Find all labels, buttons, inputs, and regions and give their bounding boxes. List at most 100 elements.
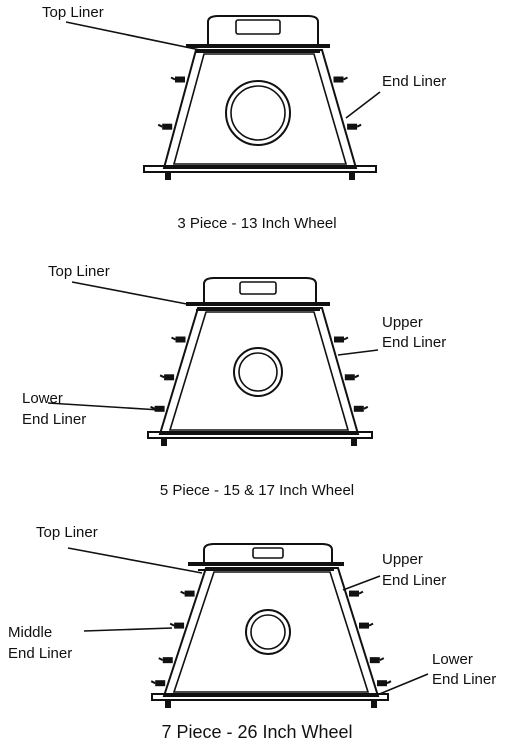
bolt-stem <box>159 374 165 379</box>
label-top-liner-3: Top Liner <box>36 524 98 541</box>
bolt-left-2 <box>158 657 173 664</box>
wheel-port-inner <box>250 614 286 650</box>
foot-left <box>161 438 167 446</box>
top-cap <box>203 543 333 562</box>
bolt-right-0 <box>334 336 349 343</box>
housing-outer <box>162 49 358 169</box>
bolt-head <box>347 123 358 130</box>
label-middle-end-liner-3-line2: End Liner <box>8 645 73 662</box>
wheel-port-outer <box>233 347 283 397</box>
label-top-liner-2: Top Liner <box>48 263 110 280</box>
label-upper-end-liner-3-line2: End Liner <box>382 572 447 589</box>
bolt-head <box>353 405 364 412</box>
caption-5-piece: 5 Piece - 15 & 17 Inch Wheel <box>159 482 355 499</box>
bolt-head <box>377 680 387 687</box>
bolt-head <box>359 622 369 629</box>
top-slot <box>235 19 281 35</box>
bolt-left-0 <box>180 590 195 597</box>
diagram-3-piece <box>143 15 377 180</box>
foot-right <box>349 172 355 180</box>
leader-end-liner-1 <box>345 91 381 119</box>
top-slot <box>239 281 277 295</box>
label-upper-end-liner-3-line1: Upper <box>382 551 423 568</box>
bolt-head <box>333 76 344 83</box>
label-middle-end-liner-3-line1: Middle <box>8 624 53 641</box>
foot-left <box>165 172 171 180</box>
bolt-head <box>162 123 173 130</box>
leader-lower-end-liner-3 <box>376 673 429 696</box>
bolt-stem <box>343 336 349 341</box>
bolt-stem <box>157 123 163 128</box>
bolt-stem <box>368 622 374 627</box>
base-bar <box>147 431 373 439</box>
bolt-left-0 <box>170 76 185 83</box>
bolt-head <box>154 405 165 412</box>
bolt-stem <box>386 680 392 685</box>
bolt-right-1 <box>344 374 360 381</box>
leader-top-liner-3 <box>67 547 203 574</box>
housing-inner <box>172 53 348 165</box>
bolt-right-0 <box>349 590 364 597</box>
bolt-right-1 <box>347 123 362 130</box>
bolt-head <box>175 76 185 83</box>
bolt-right-0 <box>333 76 348 83</box>
label-end-liner-1: End Liner <box>382 73 447 90</box>
top-liner-band <box>188 562 344 566</box>
bolt-head <box>344 374 355 381</box>
leader-top-liner-1 <box>65 21 201 51</box>
top-cap <box>207 15 319 44</box>
caption-3-piece: 3 Piece - 13 Inch Wheel <box>177 215 337 232</box>
wheel-port-inner <box>230 85 286 141</box>
wheel-port-inner <box>238 352 278 392</box>
bolt-stem <box>150 680 156 685</box>
leader-lower-end-liner-2 <box>47 402 161 411</box>
housing-inner <box>172 571 370 693</box>
bolt-left-3 <box>150 680 166 687</box>
bolt-head <box>164 374 175 381</box>
leader-upper-end-liner-3 <box>342 575 381 591</box>
bolt-stem <box>171 336 176 341</box>
bolt-stem <box>158 657 164 662</box>
bolt-right-2 <box>353 405 369 412</box>
bolt-right-1 <box>359 622 374 629</box>
foot-right <box>351 438 357 446</box>
bolt-head <box>334 336 344 343</box>
diagram-7-piece <box>150 543 392 708</box>
label-lower-end-liner-3-line2: End Liner <box>432 671 497 688</box>
bolt-head <box>174 622 185 629</box>
label-upper-end-liner-2-line2: End Liner <box>382 334 447 351</box>
wheel-port-outer <box>245 609 291 655</box>
bolt-left-0 <box>171 336 186 343</box>
bolt-stem <box>180 590 186 595</box>
housing-inner <box>168 311 350 431</box>
foot-right <box>371 700 377 708</box>
bolt-stem <box>356 123 362 128</box>
bolt-stem <box>343 76 348 81</box>
foot-left <box>165 700 171 708</box>
top-liner-band <box>186 44 330 48</box>
wheel-port-outer <box>225 80 291 146</box>
bolt-head <box>162 657 173 664</box>
label-top-liner-1: Top Liner <box>42 4 104 21</box>
bolt-right-3 <box>377 680 392 687</box>
bolt-left-1 <box>169 622 185 629</box>
base-bar <box>143 165 377 173</box>
bolt-stem <box>169 622 175 627</box>
bolt-left-1 <box>157 123 173 130</box>
housing-outer <box>162 567 380 697</box>
top-liner-band <box>186 302 330 306</box>
bolt-head <box>175 336 186 343</box>
leader-upper-end-liner-2 <box>337 349 379 356</box>
leader-top-liner-2 <box>71 281 193 306</box>
label-lower-end-liner-2-line1: Lower <box>22 390 63 407</box>
leader-middle-end-liner-3 <box>83 627 173 632</box>
label-lower-end-liner-2-line2: End Liner <box>22 411 87 428</box>
bolt-head <box>155 680 166 687</box>
caption-7-piece: 7 Piece - 26 Inch Wheel <box>161 722 353 742</box>
base-bar <box>151 693 389 701</box>
bolt-head <box>184 590 195 597</box>
bolt-stem <box>358 590 364 595</box>
leader-lines <box>47 21 429 696</box>
bolt-stem <box>379 657 385 662</box>
